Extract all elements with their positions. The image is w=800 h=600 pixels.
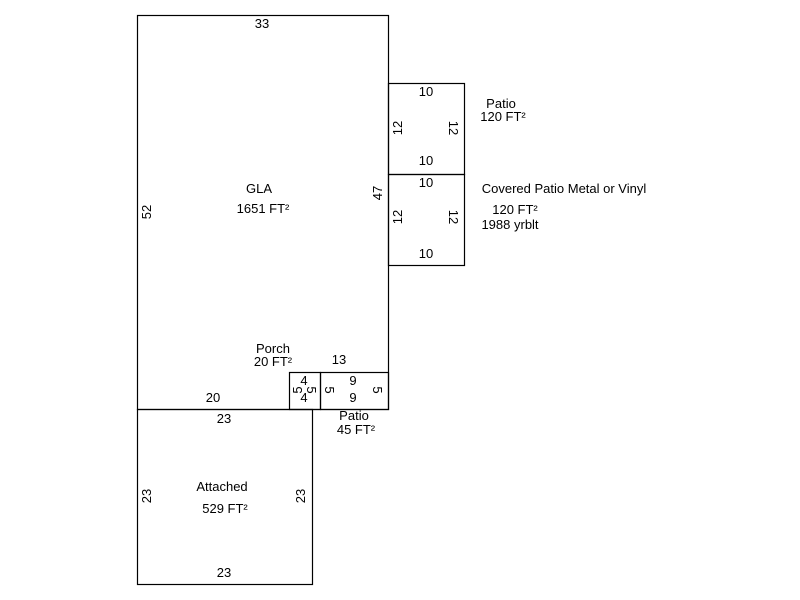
gla-area: 1651 FT²	[236, 201, 290, 216]
attached-dim-right: 23	[293, 488, 308, 504]
patio-small-dim-left: 5	[322, 386, 337, 394]
covered-patio-year: 1988 yrblt	[481, 217, 539, 232]
attached-dim-bottom: 23	[216, 565, 232, 580]
patio-top-dim-bottom: 10	[418, 153, 434, 168]
attached-dim-left: 23	[139, 488, 154, 504]
covered-patio-dim-left: 12	[390, 209, 405, 225]
patio-small-outline	[319, 371, 390, 411]
covered-patio-label: Covered Patio Metal or Vinyl	[481, 181, 647, 196]
covered-patio-area: 120 FT²	[492, 202, 538, 217]
gla-label: GLA	[245, 181, 273, 196]
porch-label: Porch	[256, 341, 290, 356]
porch-dim-right: 5	[304, 386, 319, 394]
porch-dim-bottom: 4	[300, 390, 308, 405]
patio-small-dim-outer-top: 13	[331, 352, 347, 367]
gla-dim-right: 47	[370, 185, 385, 201]
porch-dim-left: 5	[290, 386, 305, 394]
patio-small-label: Patio	[339, 408, 369, 423]
patio-top-label: Patio	[486, 96, 516, 111]
patio-top-dim-left: 12	[390, 120, 405, 136]
gla-dim-top: 33	[254, 16, 270, 31]
gla-dim-left: 52	[139, 204, 154, 220]
covered-patio-outline	[387, 173, 466, 267]
patio-small-dim-bottom: 9	[349, 390, 357, 405]
covered-patio-dim-top: 10	[418, 175, 434, 190]
patio-top-dim-right: 12	[446, 120, 461, 136]
porch-area: 20 FT²	[253, 354, 293, 369]
patio-top-area: 120 FT²	[480, 109, 526, 124]
attached-label: Attached	[196, 479, 248, 494]
porch-dim-top: 4	[300, 373, 308, 388]
covered-patio-dim-right: 12	[446, 209, 461, 225]
attached-area: 529 FT²	[202, 501, 248, 516]
attached-dim-top: 23	[216, 411, 232, 426]
covered-patio-dim-bottom: 10	[418, 246, 434, 261]
patio-top-dim-top: 10	[418, 84, 434, 99]
gla-dim-bottom: 20	[205, 390, 221, 405]
patio-small-area: 45 FT²	[336, 422, 376, 437]
attached-outline	[136, 408, 314, 586]
patio-small-dim-top: 9	[349, 373, 357, 388]
patio-small-dim-right: 5	[370, 386, 385, 394]
